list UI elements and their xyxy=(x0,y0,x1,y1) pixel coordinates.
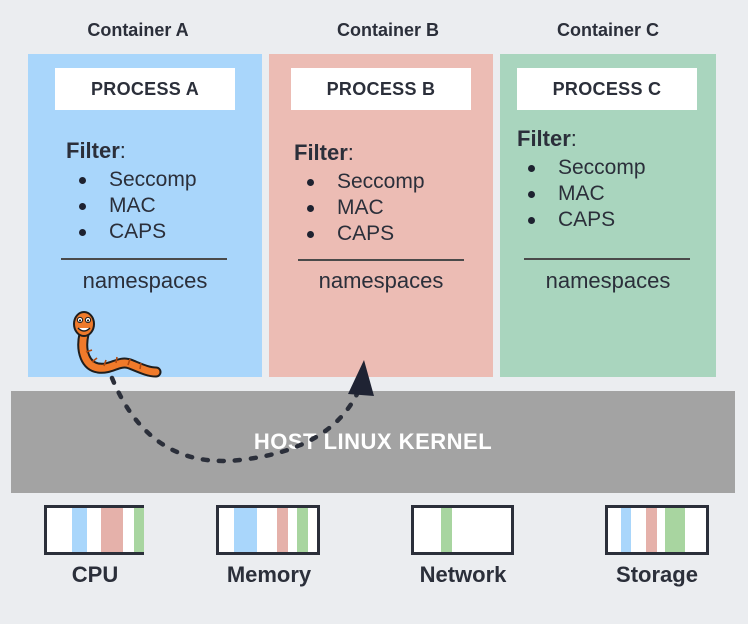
network-label: Network xyxy=(419,562,507,587)
container-b: PROCESS B Filter: Seccomp MAC CAPS names… xyxy=(269,54,493,377)
host-kernel-label: HOST LINUX KERNEL xyxy=(253,429,493,454)
list-item: CAPS xyxy=(75,219,197,245)
filter-colon: : xyxy=(119,138,126,163)
container-c: PROCESS C Filter: Seccomp MAC CAPS names… xyxy=(500,54,716,377)
storage-stripe-red xyxy=(646,508,657,552)
process-c-box: PROCESS C xyxy=(517,68,697,110)
worm-icon xyxy=(73,311,162,378)
divider xyxy=(298,259,464,261)
memory-stripe-green xyxy=(297,508,308,552)
container-b-title: Container B xyxy=(336,20,439,40)
cpu-stripe-red xyxy=(101,508,123,552)
memory-stripe-red xyxy=(277,508,288,552)
filter-list: Seccomp MAC CAPS xyxy=(524,155,646,233)
container-c-title: Container C xyxy=(556,20,659,40)
list-item: MAC xyxy=(303,195,425,221)
cpu-label: CPU xyxy=(71,562,119,587)
dotted-escape-arrow xyxy=(109,375,361,464)
list-item: MAC xyxy=(524,181,646,207)
list-item: MAC xyxy=(75,193,197,219)
container-a-title: Container A xyxy=(87,20,189,40)
container-a: PROCESS A Filter: Seccomp MAC CAPS names… xyxy=(28,54,262,377)
process-b-label: PROCESS B xyxy=(326,78,436,99)
filter-heading: Filter: xyxy=(517,126,577,152)
memory-box xyxy=(216,505,320,555)
filter-colon: : xyxy=(570,126,577,151)
memory-label: Memory xyxy=(226,562,312,587)
storage-label: Storage xyxy=(616,562,698,587)
filter-list: Seccomp MAC CAPS xyxy=(303,169,425,247)
storage-stripe-blue xyxy=(621,508,631,552)
cpu-box xyxy=(44,505,144,555)
host-kernel-bar: HOST LINUX KERNEL xyxy=(11,391,735,493)
process-a-box: PROCESS A xyxy=(55,68,235,110)
cpu-stripe-green xyxy=(134,508,144,552)
namespaces-label: namespaces xyxy=(82,268,208,293)
list-item: Seccomp xyxy=(524,155,646,181)
storage-stripe-green xyxy=(665,508,685,552)
filter-heading: Filter: xyxy=(294,140,354,166)
list-item: Seccomp xyxy=(75,167,197,193)
namespaces-label: namespaces xyxy=(545,268,671,293)
arrowhead-icon xyxy=(348,360,374,396)
filter-colon: : xyxy=(347,140,354,165)
divider xyxy=(61,258,227,260)
namespaces-label: namespaces xyxy=(318,268,444,293)
list-item: Seccomp xyxy=(303,169,425,195)
filter-label: Filter xyxy=(517,126,571,151)
cpu-stripe-blue xyxy=(72,508,87,552)
list-item: CAPS xyxy=(303,221,425,247)
divider xyxy=(524,258,690,260)
filter-heading: Filter: xyxy=(66,138,126,164)
process-a-label: PROCESS A xyxy=(90,78,200,99)
network-box xyxy=(411,505,514,555)
filter-label: Filter xyxy=(294,140,348,165)
filter-list: Seccomp MAC CAPS xyxy=(75,167,197,245)
storage-box xyxy=(605,505,709,555)
network-stripe-green xyxy=(441,508,452,552)
process-c-label: PROCESS C xyxy=(552,78,662,99)
memory-stripe-blue xyxy=(234,508,257,552)
list-item: CAPS xyxy=(524,207,646,233)
process-b-box: PROCESS B xyxy=(291,68,471,110)
filter-label: Filter xyxy=(66,138,120,163)
